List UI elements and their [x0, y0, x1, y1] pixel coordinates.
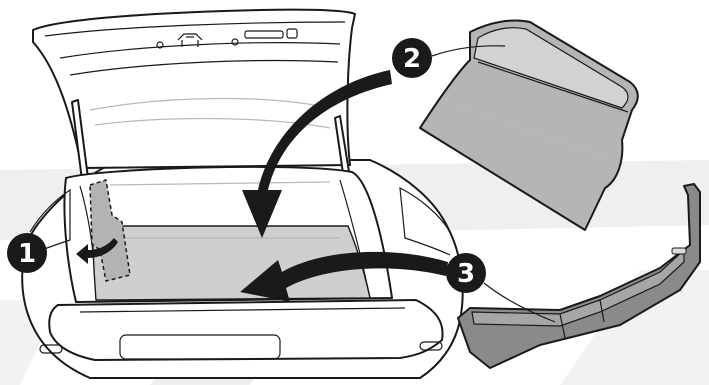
callout-2: 2	[392, 38, 432, 78]
rear-bumper	[49, 300, 442, 360]
callout-label-1: 1	[18, 239, 36, 269]
callout-label-2: 2	[403, 44, 421, 74]
callout-1: 1	[7, 233, 47, 273]
callout-3: 3	[446, 253, 486, 293]
callout-label-3: 3	[457, 259, 475, 289]
